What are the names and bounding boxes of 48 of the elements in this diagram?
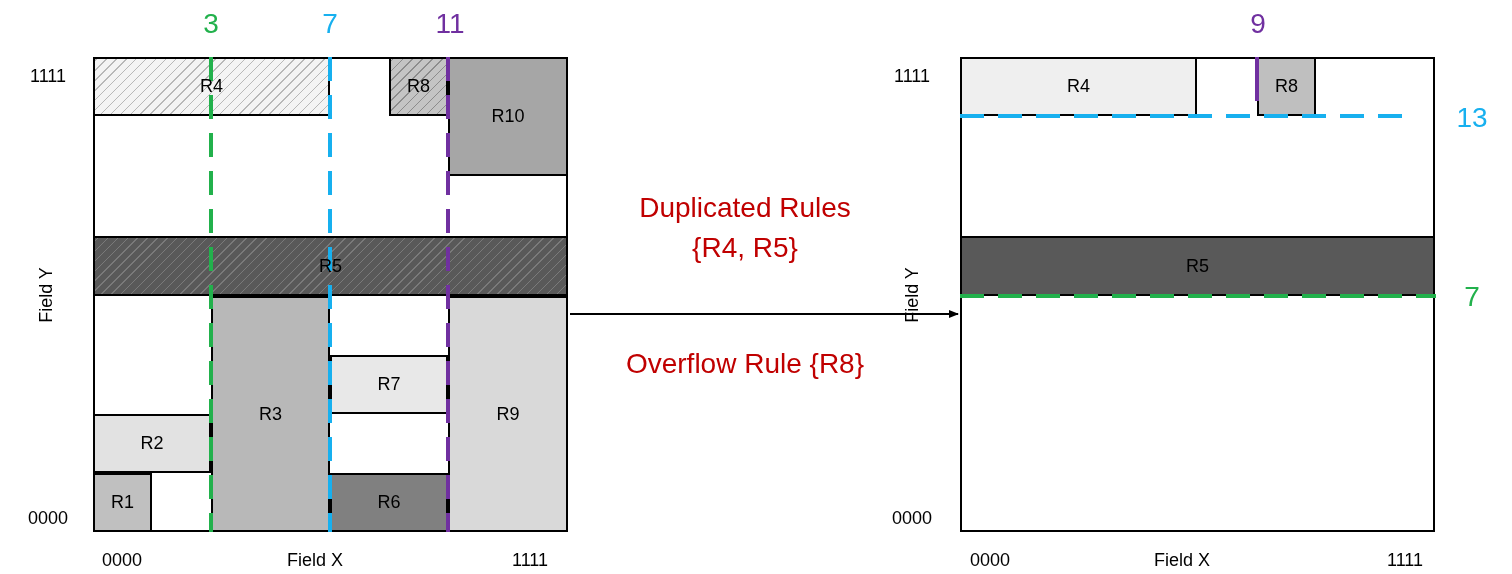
rule-space-panel [960, 57, 1435, 532]
rule-label: R3 [259, 402, 282, 426]
axis-title: Field Y [900, 267, 923, 323]
rule-space-panel [93, 57, 568, 532]
boundary-number: 7 [322, 7, 338, 41]
rule-region [330, 473, 448, 532]
rule-region [93, 473, 152, 532]
rule-label: R2 [140, 432, 164, 455]
axis-title: Field X [1154, 548, 1210, 572]
rule-region [211, 296, 330, 532]
axis-tick-label: 0000 [970, 548, 1010, 572]
rule-region [448, 296, 568, 532]
boundary-number: 9 [1250, 7, 1266, 41]
rule-label: R8 [1275, 75, 1298, 98]
rule-region [93, 414, 211, 473]
rule-region [960, 57, 1197, 116]
rule-label: R4 [1067, 75, 1090, 98]
boundary-number: 3 [203, 7, 219, 41]
axis-tick-label: 1111 [512, 548, 548, 572]
axis-tick-label: 1111 [1387, 548, 1423, 572]
rule-label: R7 [377, 373, 401, 396]
rule-label: R1 [111, 491, 134, 514]
rule-label: R6 [377, 491, 401, 514]
axis-title: Field Y [34, 267, 57, 323]
rule-region [448, 57, 568, 176]
rule-label: R8 [407, 75, 430, 98]
rule-label: R9 [496, 402, 520, 426]
rule-region [1257, 57, 1316, 116]
rule-label: R5 [1186, 254, 1209, 278]
rule-region [389, 57, 448, 116]
rule-region [960, 236, 1435, 296]
rule-region [330, 355, 448, 414]
axis-tick-label: 1111 [30, 64, 66, 88]
rule-label: R4 [200, 75, 223, 98]
boundary-number: 7 [1464, 280, 1480, 314]
annotation-text: Overflow Rule {R8} [624, 347, 866, 381]
axis-tick-label: 1111 [894, 64, 930, 88]
axis-tick-label: 0000 [28, 506, 68, 530]
rule-label: R10 [491, 105, 525, 128]
axis-tick-label: 0000 [892, 506, 932, 530]
boundary-number: 13 [1456, 101, 1488, 135]
boundary-number: 11 [435, 7, 465, 41]
rule-region [93, 57, 330, 116]
arrow [569, 310, 959, 318]
axis-title: Field X [287, 548, 343, 572]
annotation-text: Duplicated Rules {R4, R5} [638, 191, 852, 265]
axis-tick-label: 0000 [102, 548, 142, 572]
rule-region [93, 236, 568, 296]
